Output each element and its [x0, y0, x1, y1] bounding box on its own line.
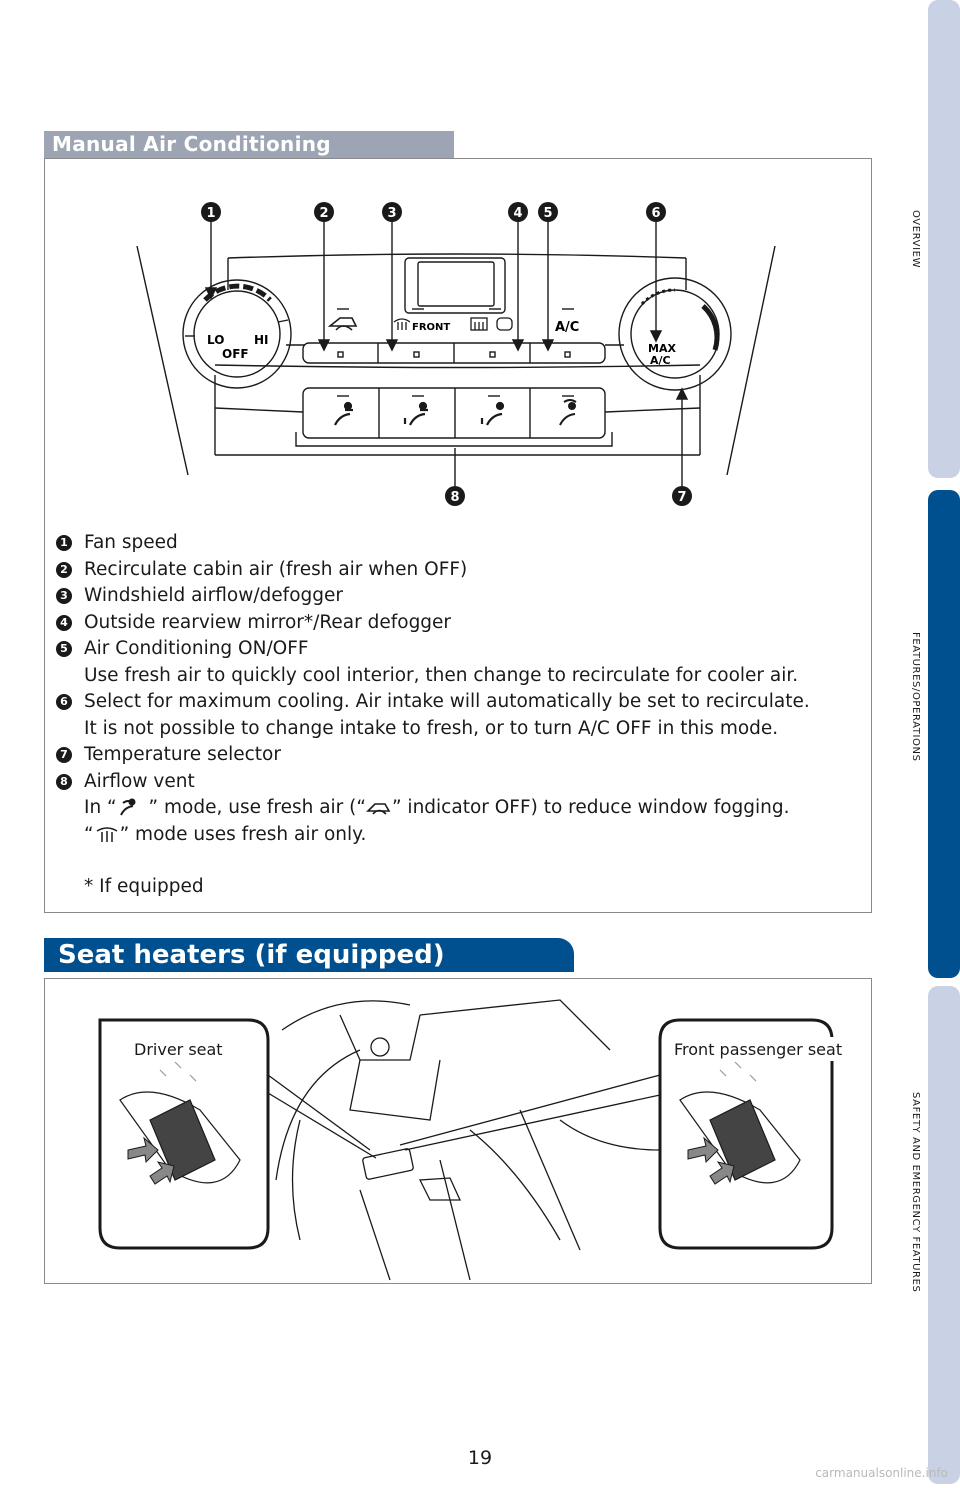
callout-badge-5: 5	[538, 202, 558, 222]
callout-badge-8: 8	[445, 486, 465, 506]
vent-face-icon	[334, 401, 353, 426]
recirculate-icon	[327, 317, 358, 331]
temp-ac-label: A/C	[650, 354, 671, 367]
ac-section-box	[44, 158, 872, 913]
callout-badge-3: 3	[382, 202, 402, 222]
svg-text:4: 4	[513, 206, 522, 221]
seat-section-header: Seat heaters (if equipped)	[44, 938, 574, 972]
page-number: 19	[467, 1447, 493, 1469]
tab-safety-label[interactable]: SAFETY AND EMERGENCY FEATURES	[910, 1092, 921, 1293]
svg-text:2: 2	[319, 206, 328, 221]
ac-section-header: Manual Air Conditioning	[44, 131, 454, 158]
windshield-defog-icon	[393, 318, 411, 330]
callout-badge-1: 1	[201, 202, 221, 222]
temp-dial: MAX A/C	[640, 288, 720, 367]
legend-footnote: * If equipped	[84, 876, 204, 897]
passenger-seat-callout	[658, 1018, 834, 1250]
legend-note-2: “” mode uses fresh air only.	[84, 823, 367, 845]
callout-badge-4: 4	[508, 202, 528, 222]
legend-item-5-detail: Use fresh air to quickly cool interior, …	[84, 664, 799, 686]
svg-text:5: 5	[543, 206, 552, 221]
vent-floor-icon	[480, 401, 505, 426]
front-button-label: FRONT	[412, 322, 450, 333]
legend-item-6-detail: It is not possible to change intake to f…	[84, 717, 779, 739]
driver-seat-label: Driver seat	[134, 1040, 223, 1059]
fan-lo-label: LO	[207, 333, 224, 347]
temp-max-label: MAX	[648, 342, 676, 355]
seat-section-title: Seat heaters (if equipped)	[58, 940, 445, 970]
watermark: carmanualsonline.info	[815, 1466, 948, 1480]
callout-badge-7: 7	[672, 486, 692, 506]
fan-hi-label: HI	[254, 333, 269, 347]
tab-shapes	[928, 0, 960, 1484]
vent-bilevel-icon	[403, 401, 428, 426]
recirculate-icon	[366, 803, 391, 815]
ac-button-label: A/C	[555, 320, 579, 335]
ac-section-title: Manual Air Conditioning	[52, 132, 331, 156]
svg-text:8: 8	[450, 490, 459, 505]
tab-features-label[interactable]: FEATURES/OPERATIONS	[910, 632, 921, 762]
seat-heater-illustration: Driver seat Front passenger seat	[98, 999, 843, 1281]
callout-badge-2: 2	[314, 202, 334, 222]
tab-overview-label[interactable]: OVERVIEW	[910, 210, 921, 269]
passenger-seat-label: Front passenger seat	[674, 1040, 842, 1059]
section-tabs	[928, 0, 960, 1484]
rear-defog-icon	[470, 317, 513, 331]
windshield-defog-icon	[96, 826, 117, 842]
tab-safety	[928, 986, 960, 1484]
seat-section-box	[44, 978, 872, 1284]
vent-floor-defog-icon	[119, 798, 136, 816]
svg-text:6: 6	[651, 206, 660, 221]
callout-badge-6: 6	[646, 202, 666, 222]
tab-overview	[928, 0, 960, 478]
ac-panel-illustration: LO HI OFF MAX A/C FRONT A/C	[136, 202, 776, 506]
svg-text:3: 3	[387, 206, 396, 221]
svg-text:1: 1	[206, 206, 215, 221]
vent-floor-defog-icon	[559, 399, 577, 426]
svg-text:7: 7	[677, 490, 686, 505]
fan-off-label: OFF	[222, 347, 249, 361]
driver-seat-callout	[98, 1018, 270, 1250]
tab-features	[928, 490, 960, 978]
legend-note-1: In “ ” mode, use fresh air (“” indicator…	[84, 797, 790, 818]
callout-arrows	[204, 221, 689, 486]
